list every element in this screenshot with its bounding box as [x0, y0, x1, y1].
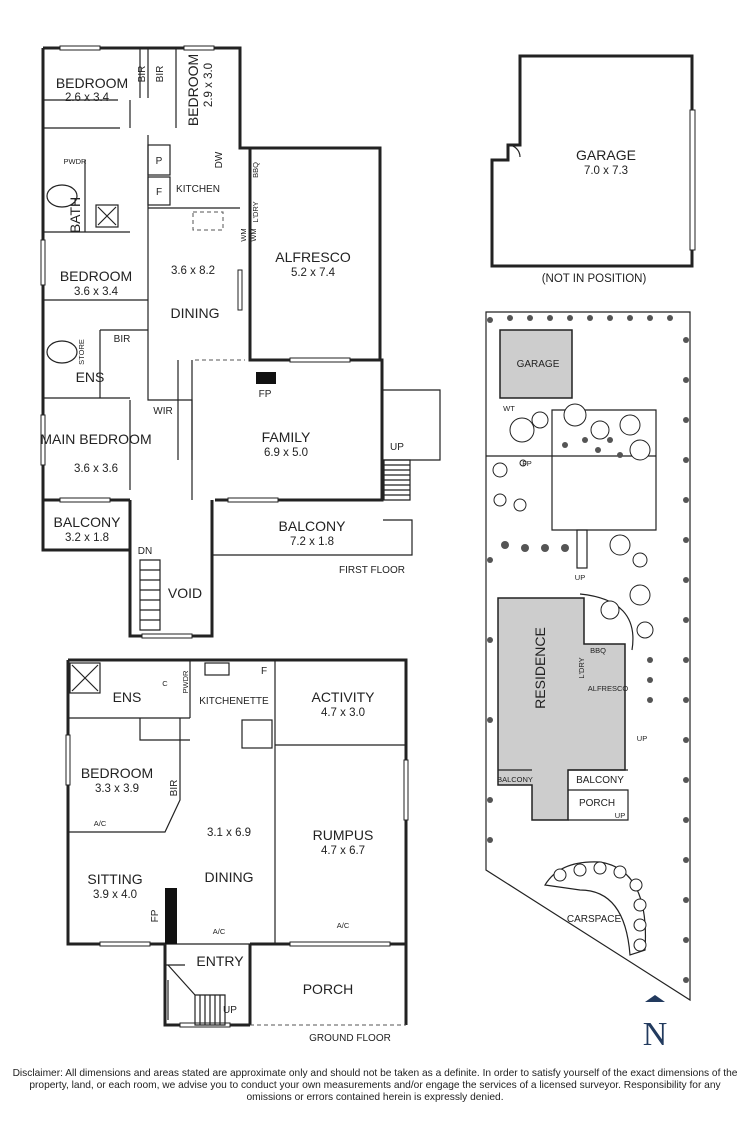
site-residence-label: RESIDENCE: [532, 627, 548, 709]
site-carspace-label: CARSPACE: [567, 914, 622, 925]
site-up-label-2: UP: [637, 734, 647, 743]
fp-icon: [256, 372, 276, 384]
ff-ldry: L'DRY: [251, 201, 260, 222]
gf-porch-name: PORCH: [303, 981, 354, 997]
ff-alfresco-name: ALFRESCO: [275, 249, 351, 265]
ff-dining-name: DINING: [171, 305, 220, 321]
site-plan: GARAGE WT FP UP RESIDENCE BBQ L'DRY ALFR…: [485, 311, 691, 1002]
site-trees: [492, 403, 654, 952]
gf-ac-3: A/C: [337, 921, 350, 930]
ff-balcony-1-name: BALCONY: [54, 514, 122, 530]
site-wt-label: WT: [503, 404, 515, 413]
ff-bedroom-3-name: BEDROOM: [60, 268, 132, 284]
gf-activity-dims: 4.7 x 3.0: [321, 707, 365, 719]
site-garage-label: GARAGE: [517, 359, 560, 370]
fridge-box: [147, 176, 171, 206]
ground-fp-icon: [165, 888, 177, 944]
first-floor-stairs-down: [139, 559, 161, 631]
ff-dining-dims: 3.6 x 8.2: [171, 265, 215, 277]
site-up-label-3: UP: [615, 811, 625, 820]
garage-dims: 7.0 x 7.3: [584, 165, 628, 177]
floor-plan: BEDROOM 2.6 x 3.4 BEDROOM 2.9 x 3.0 BEDR…: [40, 45, 696, 1053]
gf-c: C: [162, 679, 168, 688]
gf-fp: FP: [150, 909, 161, 922]
ff-fp: FP: [259, 389, 272, 400]
ff-main-bedroom-name: MAIN BEDROOM: [40, 431, 151, 447]
gf-ens-name: ENS: [113, 689, 142, 705]
gf-rumpus-dims: 4.7 x 6.7: [321, 845, 365, 857]
garage-plan: GARAGE 7.0 x 7.3 (NOT IN POSITION): [490, 54, 696, 285]
first-floor-label: FIRST FLOOR: [339, 565, 405, 576]
gf-bedroom-name: BEDROOM: [81, 765, 153, 781]
ground-floor-plan: ENS KITCHENETTE ACTIVITY 4.7 x 3.0 BEDRO…: [65, 658, 409, 1044]
ff-ens-name: ENS: [76, 369, 105, 385]
site-fp-label: FP: [522, 459, 532, 468]
ff-pantry: P: [156, 156, 163, 167]
gf-entry-name: ENTRY: [196, 953, 244, 969]
ff-bir-1: BIR: [137, 66, 148, 83]
ff-bedroom-2-dims: 2.9 x 3.0: [203, 63, 215, 107]
site-up-label-1: UP: [575, 573, 585, 582]
ground-floor-stairs: [167, 964, 226, 1026]
north-arrow-icon: [645, 995, 665, 1002]
ff-stairs-up-label: UP: [390, 442, 404, 453]
ff-wm-1: WM: [239, 228, 248, 241]
north-label: N: [643, 1016, 668, 1053]
first-floor-stairs-up: [383, 459, 411, 501]
north-arrow: N: [643, 995, 668, 1053]
ff-fridge: F: [156, 187, 162, 198]
site-balcony-1-label: BALCONY: [497, 775, 533, 784]
ff-bedroom-1-name: BEDROOM: [56, 75, 128, 91]
gf-up: UP: [223, 1005, 237, 1016]
gf-dining-dims: 3.1 x 6.9: [207, 827, 251, 839]
ff-bedroom-3-dims: 3.6 x 3.4: [74, 286, 119, 298]
gf-activity-name: ACTIVITY: [311, 689, 375, 705]
ground-floor-label: GROUND FLOOR: [309, 1033, 391, 1044]
gf-bedroom-dims: 3.3 x 3.9: [95, 783, 139, 795]
ff-alfresco-dims: 5.2 x 7.4: [291, 267, 336, 279]
disclaimer-text: Disclaimer: All dimensions and areas sta…: [12, 1068, 738, 1103]
ff-pwdr: PWDR: [64, 157, 87, 166]
ff-bedroom-2-name: BEDROOM: [185, 54, 201, 126]
pantry-box: [147, 144, 171, 176]
gf-ac-2: A/C: [213, 927, 226, 936]
site-ldry-label: L'DRY: [577, 657, 586, 678]
site-bbq-label: BBQ: [590, 646, 606, 655]
ff-family-name: FAMILY: [262, 429, 311, 445]
ff-bir-2: BIR: [155, 66, 166, 83]
gf-sitting-dims: 3.9 x 4.0: [93, 889, 137, 901]
ff-balcony-1-dims: 3.2 x 1.8: [65, 532, 109, 544]
ff-family-dims: 6.9 x 5.0: [264, 447, 308, 459]
gf-sitting-name: SITTING: [87, 871, 142, 887]
gf-rumpus-name: RUMPUS: [313, 827, 374, 843]
gf-bir: BIR: [169, 780, 180, 797]
site-shrubs: [487, 315, 689, 983]
ff-void-name: VOID: [168, 585, 202, 601]
ff-bbq: BBQ: [251, 162, 260, 178]
ff-wm-2: WM: [249, 228, 258, 241]
ff-kitchen-name: KITCHEN: [176, 184, 220, 195]
ff-bedroom-1-dims: 2.6 x 3.4: [65, 92, 110, 104]
gf-ac-1: A/C: [94, 819, 107, 828]
gf-pwdr: PWDR: [181, 670, 190, 693]
garage-name: GARAGE: [576, 147, 636, 163]
ff-wir-name: WIR: [153, 406, 172, 417]
ff-balcony-2-name: BALCONY: [279, 518, 347, 534]
first-floor-plan: BEDROOM 2.6 x 3.4 BEDROOM 2.9 x 3.0 BEDR…: [40, 45, 441, 639]
ff-stairs-dn-label: DN: [138, 546, 152, 557]
ff-balcony-2-dims: 7.2 x 1.8: [290, 536, 334, 548]
site-alfresco-label: ALFRESCO: [588, 684, 629, 693]
garage-note: (NOT IN POSITION): [542, 273, 647, 285]
gf-kitchenette-name: KITCHENETTE: [199, 696, 269, 707]
ff-store: STORE: [77, 339, 86, 365]
ff-bath-name: BATH: [67, 197, 83, 233]
site-porch-label: PORCH: [579, 798, 615, 809]
ff-main-bedroom-dims: 3.6 x 3.6: [74, 463, 118, 475]
gf-dining-name: DINING: [205, 869, 254, 885]
ff-bir-3: BIR: [114, 334, 131, 345]
site-balcony-2-label: BALCONY: [576, 775, 624, 786]
ff-dw: DW: [214, 151, 225, 168]
gf-fridge: F: [261, 666, 267, 677]
